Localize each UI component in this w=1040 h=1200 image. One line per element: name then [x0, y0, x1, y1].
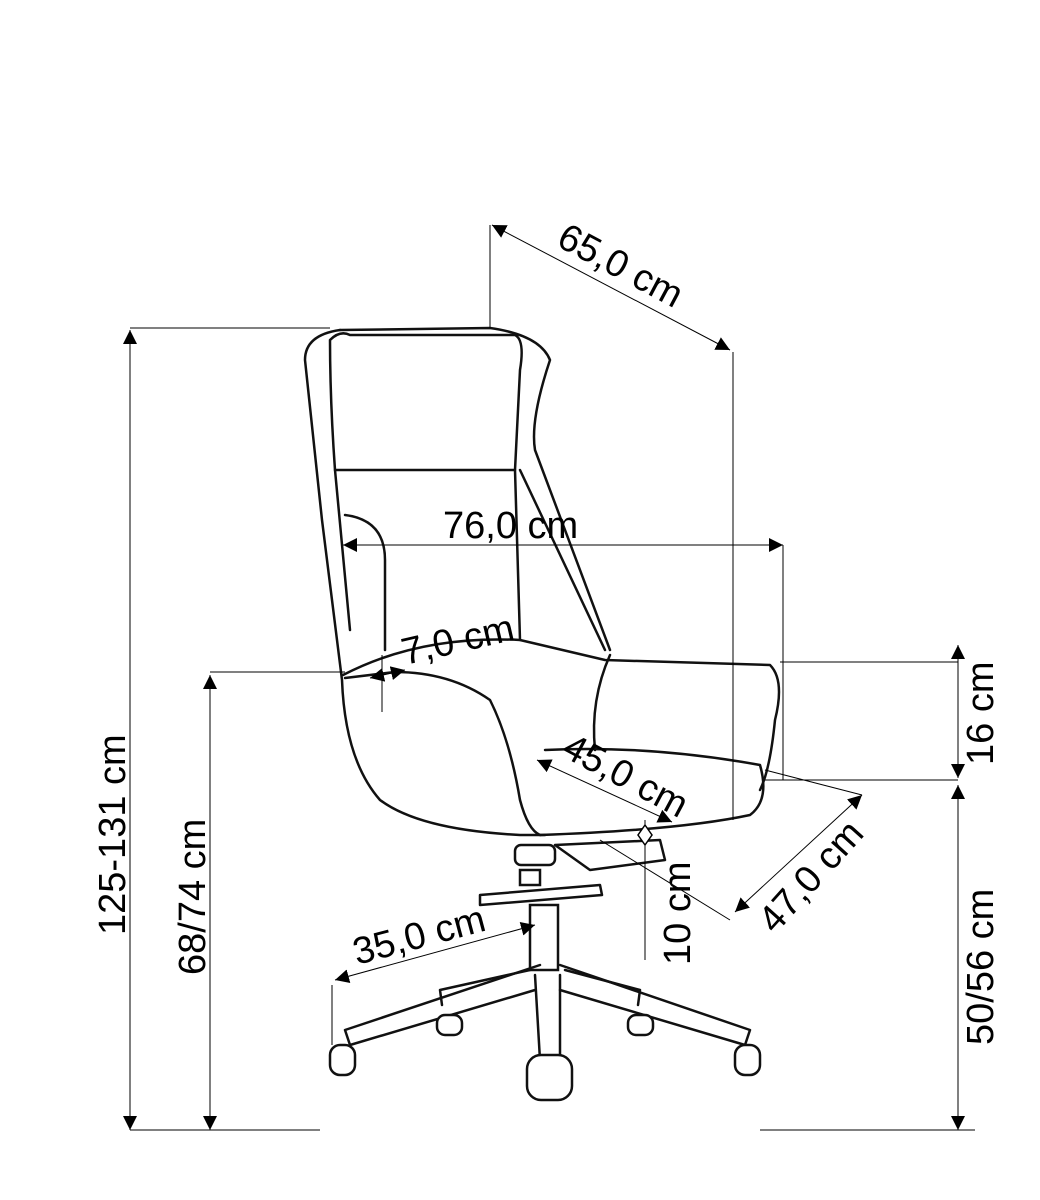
seat-depth-label: 45,0 cm [556, 726, 695, 827]
seat-width-label: 47,0 cm [750, 812, 872, 941]
base-radius-label: 35,0 cm [348, 898, 489, 974]
chair-illustration [303, 326, 781, 1102]
armrest-height-label: 68/74 cm [172, 819, 214, 975]
total-height-label: 125-131 cm [92, 734, 134, 935]
seat-thickness-label: 10 cm [657, 862, 699, 965]
armrest-above-seat-label: 16 cm [960, 662, 1002, 765]
armrest-width-label: 7,0 cm [398, 607, 519, 674]
dimension-lines [123, 224, 975, 1131]
seat-height-label: 50/56 cm [960, 889, 1002, 1045]
width-label: 76,0 cm [443, 505, 578, 547]
depth-label: 65,0 cm [551, 216, 690, 317]
